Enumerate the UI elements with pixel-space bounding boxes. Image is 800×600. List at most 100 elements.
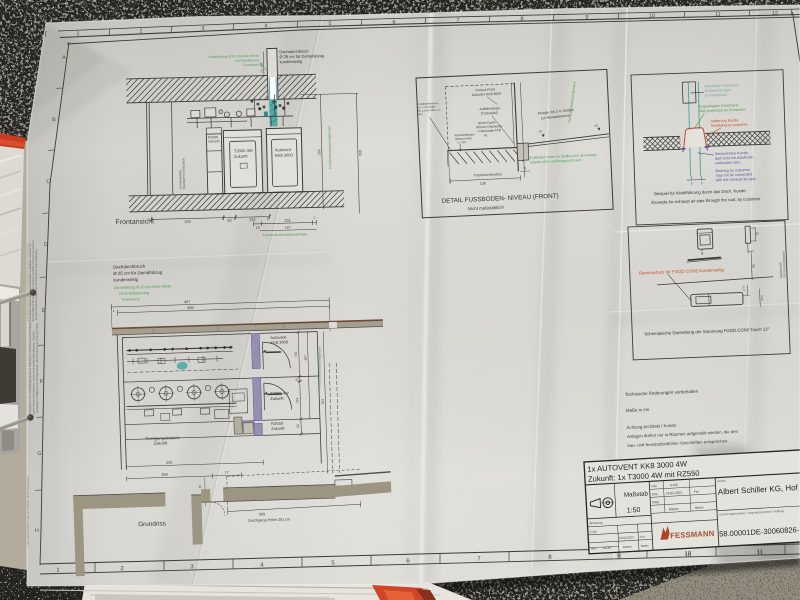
svg-text:Example for exhaust air pipe t: Example for exhaust air pipe through the… xyxy=(651,196,761,205)
svg-text:with the exhaust air pipe.: with the exhaust air pipe. xyxy=(716,177,757,182)
svg-text:Durchgang Höhe 251 cm: Durchgang Höhe 251 cm xyxy=(248,517,290,522)
svg-text:Zukunft: Zukunft xyxy=(270,396,284,401)
svg-text:Fussbodenniveau: Fussbodenniveau xyxy=(417,101,439,106)
svg-text:Bushing by customer,: Bushing by customer, xyxy=(715,168,750,173)
svg-text:Fer: Fer xyxy=(640,535,645,539)
svg-text:darf nicht mit Abluftrohr: darf nicht mit Abluftrohr xyxy=(715,155,754,160)
svg-text:bau- und feuerpolizeilichen Vo: bau- und feuerpolizeilichen Vorschriften… xyxy=(627,438,728,448)
svg-text:151: 151 xyxy=(284,218,291,223)
svg-text:+ Oberkante FFB: + Oberkante FFB xyxy=(476,128,501,133)
svg-text:Name: Name xyxy=(641,543,650,547)
svg-text:Stirne Kante: Stirne Kante xyxy=(478,120,496,125)
svg-text:Datum: Datum xyxy=(669,507,679,512)
svg-text:22.5: 22.5 xyxy=(760,295,764,301)
svg-text:11: 11 xyxy=(757,551,764,557)
svg-text:Zukunft: Zukunft xyxy=(234,154,249,159)
svg-text:Achtung Architekt / Kunde:: Achtung Architekt / Kunde: xyxy=(626,423,677,430)
svg-text:Korpus Front: Korpus Front xyxy=(476,87,496,92)
svg-text:Dachdurchbruch: Dachdurchbruch xyxy=(113,264,146,270)
svg-text:335: 335 xyxy=(166,460,173,465)
svg-text:verbunden sein.: verbunden sein. xyxy=(715,160,741,165)
svg-text:±0: ±0 xyxy=(594,123,598,127)
svg-text:TRENNW+FUSSBODEN: TRENNW+FUSSBODEN xyxy=(181,158,186,189)
svg-text:KK8 3000: KK8 3000 xyxy=(275,152,294,157)
svg-text:152: 152 xyxy=(184,219,191,224)
svg-text:F: F xyxy=(40,379,44,385)
svg-text:Fussbodenaussparungsmass: Fussbodenaussparungsmass xyxy=(317,346,321,388)
svg-text:11: 11 xyxy=(715,12,721,18)
svg-text:290: 290 xyxy=(161,472,168,477)
svg-text:Info: Info xyxy=(651,484,657,488)
svg-text:167: 167 xyxy=(285,226,291,230)
svg-text:Änderung: Änderung xyxy=(589,521,603,526)
svg-text:Rammschutz für FOOD CON2 kunde: Rammschutz für FOOD CON2 kundenseitig xyxy=(639,267,725,275)
svg-text:151: 151 xyxy=(249,216,256,221)
svg-text:E tad: E tad xyxy=(590,529,597,533)
svg-text:Rain protection by Fessmann: Rain protection by Fessmann xyxy=(698,108,746,114)
svg-text:11: 11 xyxy=(757,549,764,555)
svg-text:Türschwenkradius: Türschwenkradius xyxy=(473,172,502,177)
svg-text:Fussbodenaussparungsmass: Fussbodenaussparungsmass xyxy=(263,232,308,237)
svg-text:seines Inhalts sind verboten,: seines Inhalts sind verboten, soweit nic… xyxy=(32,330,36,415)
svg-text:zur Abwasserrinne: zur Abwasserrinne xyxy=(541,114,571,121)
svg-text:130: 130 xyxy=(480,181,486,185)
svg-text:C: C xyxy=(46,179,50,185)
svg-text:1: 1 xyxy=(56,568,60,574)
svg-text:Frontansicht: Frontansicht xyxy=(115,218,154,226)
svg-text:Grundriss: Grundriss xyxy=(138,520,166,528)
svg-text:151: 151 xyxy=(295,397,299,403)
svg-text:90: 90 xyxy=(752,264,756,268)
svg-text:Fessmann: Fessmann xyxy=(122,297,140,301)
svg-text:5: 5 xyxy=(331,561,335,567)
svg-text:als 1,3 cm über ± 0: als 1,3 cm über ± 0 xyxy=(417,108,440,113)
svg-text:151: 151 xyxy=(294,351,298,357)
svg-text:269: 269 xyxy=(317,149,321,155)
svg-text:ca. 100: ca. 100 xyxy=(259,62,263,72)
svg-text:Deckenhülse Kunde,: Deckenhülse Kunde, xyxy=(715,151,749,156)
svg-text:Name: Name xyxy=(695,505,704,509)
svg-text:Vers: Vers xyxy=(591,546,597,550)
svg-text:55: 55 xyxy=(296,424,300,428)
svg-text:3: 3 xyxy=(201,26,204,32)
svg-text:8: 8 xyxy=(520,16,523,22)
svg-text:23.03.2021: 23.03.2021 xyxy=(619,535,635,540)
svg-text:10: 10 xyxy=(685,551,693,557)
svg-text:ca? +-13 Keller: ca? +-13 Keller xyxy=(417,105,435,110)
svg-text:kundenseitig: kundenseitig xyxy=(113,277,138,283)
svg-text:mit Entrußelung: mit Entrußelung xyxy=(235,58,259,63)
svg-text:368: 368 xyxy=(259,512,265,516)
svg-text:G: G xyxy=(37,451,42,457)
svg-text:may not be connected: may not be connected xyxy=(715,172,751,177)
svg-text:niveau innen: niveau innen xyxy=(455,136,473,141)
svg-text:Reinigungsbatterie: Reinigungsbatterie xyxy=(145,435,180,441)
svg-text:Schematische Darstellung der S: Schematische Darstellung der Steuerung F… xyxy=(644,326,770,336)
svg-text:15.: 15. xyxy=(295,377,299,381)
svg-text:35: 35 xyxy=(198,485,202,489)
svg-text:4: 4 xyxy=(260,562,264,568)
svg-text:Anlage mit 1 % Gefälle: Anlage mit 1 % Gefälle xyxy=(537,108,574,116)
svg-text:4: 4 xyxy=(264,23,267,29)
svg-text:Autovent KK8 3000: Autovent KK8 3000 xyxy=(472,92,501,97)
svg-text:Insulating by customer: Insulating by customer xyxy=(711,123,749,128)
svg-text:FERTIG-FUSSBODEN: FERTIG-FUSSBODEN xyxy=(782,251,787,278)
svg-text:1:50: 1:50 xyxy=(627,507,641,515)
svg-text:Rinnen-Oberkante: Rinnen-Oberkante xyxy=(476,124,502,129)
svg-text:55: 55 xyxy=(227,217,231,222)
svg-text:70: 70 xyxy=(755,232,759,236)
svg-text:358: 358 xyxy=(358,150,362,156)
svg-text:H: H xyxy=(35,528,39,534)
svg-text:17.5: 17.5 xyxy=(741,285,745,291)
svg-text:A: A xyxy=(62,55,66,61)
svg-text:Maßstab: Maßstab xyxy=(624,490,649,498)
svg-text:9: 9 xyxy=(617,553,621,559)
svg-text:The copyright and utilization: The copyright and utilization of this do… xyxy=(26,241,29,322)
svg-text:38.5: 38.5 xyxy=(700,249,704,255)
svg-text:handlungen verpflichten zu Sch: handlungen verpflichten zu Schadenersatz… xyxy=(35,322,39,413)
svg-text:Dampfabzug Ø 20 cm lichte Wei: Dampfabzug Ø 20 cm lichte Weite xyxy=(208,54,258,59)
svg-text:Auffahrrampe: Auffahrrampe xyxy=(479,106,500,111)
svg-text:Kammerboden-: Kammerboden- xyxy=(455,132,476,137)
svg-text:7: 7 xyxy=(477,557,481,563)
svg-text:Datum: Datum xyxy=(623,544,633,549)
svg-text:58.00001DE-30060826-1: 58.00001DE-30060826-1 xyxy=(719,525,800,539)
svg-text:Zukunft: Zukunft xyxy=(208,139,219,143)
